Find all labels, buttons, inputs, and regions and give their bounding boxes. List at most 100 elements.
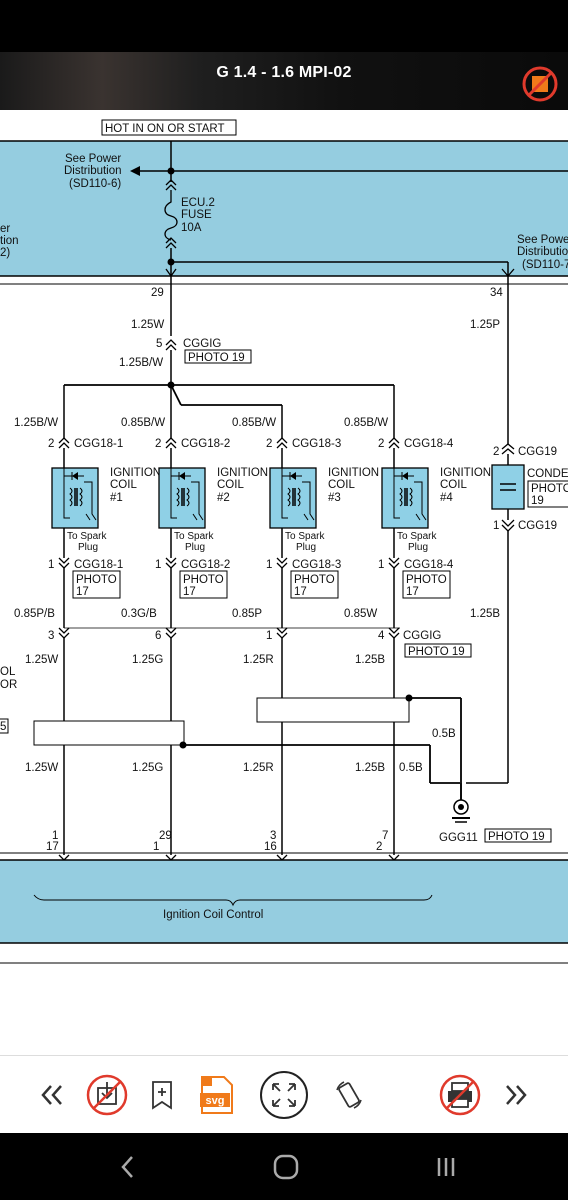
bookmark-add-icon (152, 1081, 172, 1110)
next-page-button[interactable] (498, 1070, 534, 1120)
coil-2-wire-mid: 0.3G/B (121, 608, 157, 620)
condenser-box (491, 464, 525, 510)
svg-export-button[interactable]: svg (194, 1070, 238, 1120)
condenser-pin1: 1 (493, 520, 499, 532)
coil-2-photo-line2: 17 (183, 586, 196, 598)
coil-3-photo-line1: PHOTO (294, 574, 335, 586)
coil-4-bottom-pin-b: 2 (376, 841, 382, 853)
coil-3-pin2: 2 (266, 438, 272, 450)
print-disabled-icon (439, 1074, 481, 1116)
ground-photo: PHOTO 19 (488, 831, 545, 843)
coil-2-label-line3: #2 (217, 492, 230, 504)
coil-2-pin1: 1 (155, 559, 161, 571)
coil-4-bottom-pin-a: 7 (382, 830, 388, 842)
coil-4-photo-line2: 17 (406, 586, 419, 598)
app-logo[interactable] (522, 66, 558, 102)
condenser-conn-top: CGG19 (518, 446, 557, 458)
nav-home-button[interactable] (264, 1147, 308, 1187)
coil-2-conn-bottom: CGG18-2 (181, 559, 230, 571)
power-dist-right-line3: (SD110-7 (522, 259, 568, 271)
coil-1-conn-top: CGG18-1 (74, 438, 123, 450)
coil-2-label-line2: COIL (217, 479, 244, 491)
bottom-toolbar: svg (0, 1055, 568, 1135)
download-button[interactable] (84, 1070, 130, 1120)
rotate-button[interactable] (330, 1070, 368, 1120)
photo19-top: PHOTO 19 (188, 352, 245, 364)
coil-3-ecm-pin: 1 (266, 630, 272, 642)
coil-3-photo-line2: 17 (294, 586, 307, 598)
wire-0-5b-a: 0.5B (432, 728, 456, 740)
power-dist-left-line3: (SD110-6) (69, 178, 121, 190)
coil-4-photo-line1: PHOTO (406, 574, 447, 586)
svg-file-icon: svg (200, 1076, 233, 1114)
coil-2-bottom-pin-b: 1 (153, 841, 159, 853)
home-icon (273, 1154, 299, 1180)
shield-box-right (256, 697, 410, 723)
coil-4-ecm-pin: 4 (378, 630, 385, 642)
power-dist-right-line2: Distributio (517, 246, 568, 258)
condenser-photo-line2: 19 (531, 495, 544, 507)
left-cut-line3: 2) (0, 247, 10, 259)
print-button[interactable] (437, 1070, 483, 1120)
coil-1-photo-line1: PHOTO (76, 574, 117, 586)
coil-4-conn-bottom: CGG18-4 (404, 559, 454, 571)
coil-2-ecm-pin: 6 (155, 630, 161, 642)
coil-1-photo-line2: 17 (76, 586, 89, 598)
coil-1-label-line3: #1 (110, 492, 123, 504)
coil-3-wire-b: 1.25R (243, 762, 274, 774)
coil-3-spark-line2: Plug (296, 542, 316, 553)
condenser-photo-line1: PHOTO (531, 483, 568, 495)
coil-1-conn-bottom: CGG18-1 (74, 559, 123, 571)
coil-2-label-line1: IGNITION (217, 467, 268, 479)
coil-1-label-line1: IGNITION (110, 467, 161, 479)
title-bar (0, 52, 568, 110)
coil-4-pin1: 1 (378, 559, 384, 571)
coil-4-label-line1: IGNITION (440, 467, 491, 479)
coil-4-label-line3: #4 (440, 492, 453, 504)
ignition-coil-control: Ignition Coil Control (163, 909, 263, 921)
svg-file-label: svg (206, 1095, 225, 1107)
coil-3-label-line3: #3 (328, 492, 341, 504)
fullscreen-button[interactable] (258, 1070, 310, 1120)
pin-29: 29 (151, 287, 164, 299)
fuse-line3: 10A (181, 222, 202, 234)
coil-2-spark-line2: Plug (185, 542, 205, 553)
coil-1-wire-mid: 0.85P/B (14, 608, 55, 620)
nav-recents-button[interactable] (424, 1147, 468, 1187)
fullscreen-icon (260, 1071, 308, 1119)
coil-1-spark-line2: Plug (78, 542, 98, 553)
coil-1-bottom-pin-b: 17 (46, 841, 59, 853)
header-box (101, 119, 237, 136)
coil-3-label-line1: IGNITION (328, 467, 379, 479)
coil-1-wire-b: 1.25W (25, 762, 58, 774)
ecm-block (0, 859, 568, 944)
coil-2-conn-top: CGG18-2 (181, 438, 230, 450)
coil-1-ecm-pin: 3 (48, 630, 54, 642)
left-cut-mid-line2: OR (0, 679, 17, 691)
photo19-bottom: PHOTO 19 (408, 646, 465, 658)
coil-3-conn-bottom: CGG18-3 (292, 559, 341, 571)
ground-label: GGG11 (439, 832, 478, 844)
double-chevron-left-icon (41, 1085, 62, 1105)
system-nav-bar (0, 1133, 568, 1200)
nav-back-button[interactable] (108, 1147, 148, 1187)
prev-page-button[interactable] (34, 1070, 70, 1120)
wire-1-25w-main: 1.25W (131, 319, 164, 331)
download-disabled-icon (86, 1074, 128, 1116)
coil-3-label-line2: COIL (328, 479, 355, 491)
coil-4-spark-line2: Plug (408, 542, 428, 553)
cggig-label: CGGIG (183, 338, 221, 350)
coil-2-wire-a: 1.25G (132, 654, 163, 666)
coil-1-wire-a: 1.25W (25, 654, 58, 666)
coil-3-bottom-pin-b: 16 (264, 841, 277, 853)
coil-3-wire-mid: 0.85P (232, 608, 262, 620)
bookmark-button[interactable] (146, 1070, 178, 1120)
condenser-label: CONDE (527, 468, 568, 480)
coil-3-conn-top: CGG18-3 (292, 438, 341, 450)
coil-1-bottom-pin-a: 1 (52, 830, 58, 842)
pin-34: 34 (490, 287, 503, 299)
fuse-line1: ECU.2 (181, 197, 215, 209)
coil-1-label-line2: COIL (110, 479, 137, 491)
wiring-diagram[interactable]: HOT IN ON OR START See Power Distributio… (0, 110, 568, 1055)
wire-0-5b-b: 0.5B (399, 762, 423, 774)
